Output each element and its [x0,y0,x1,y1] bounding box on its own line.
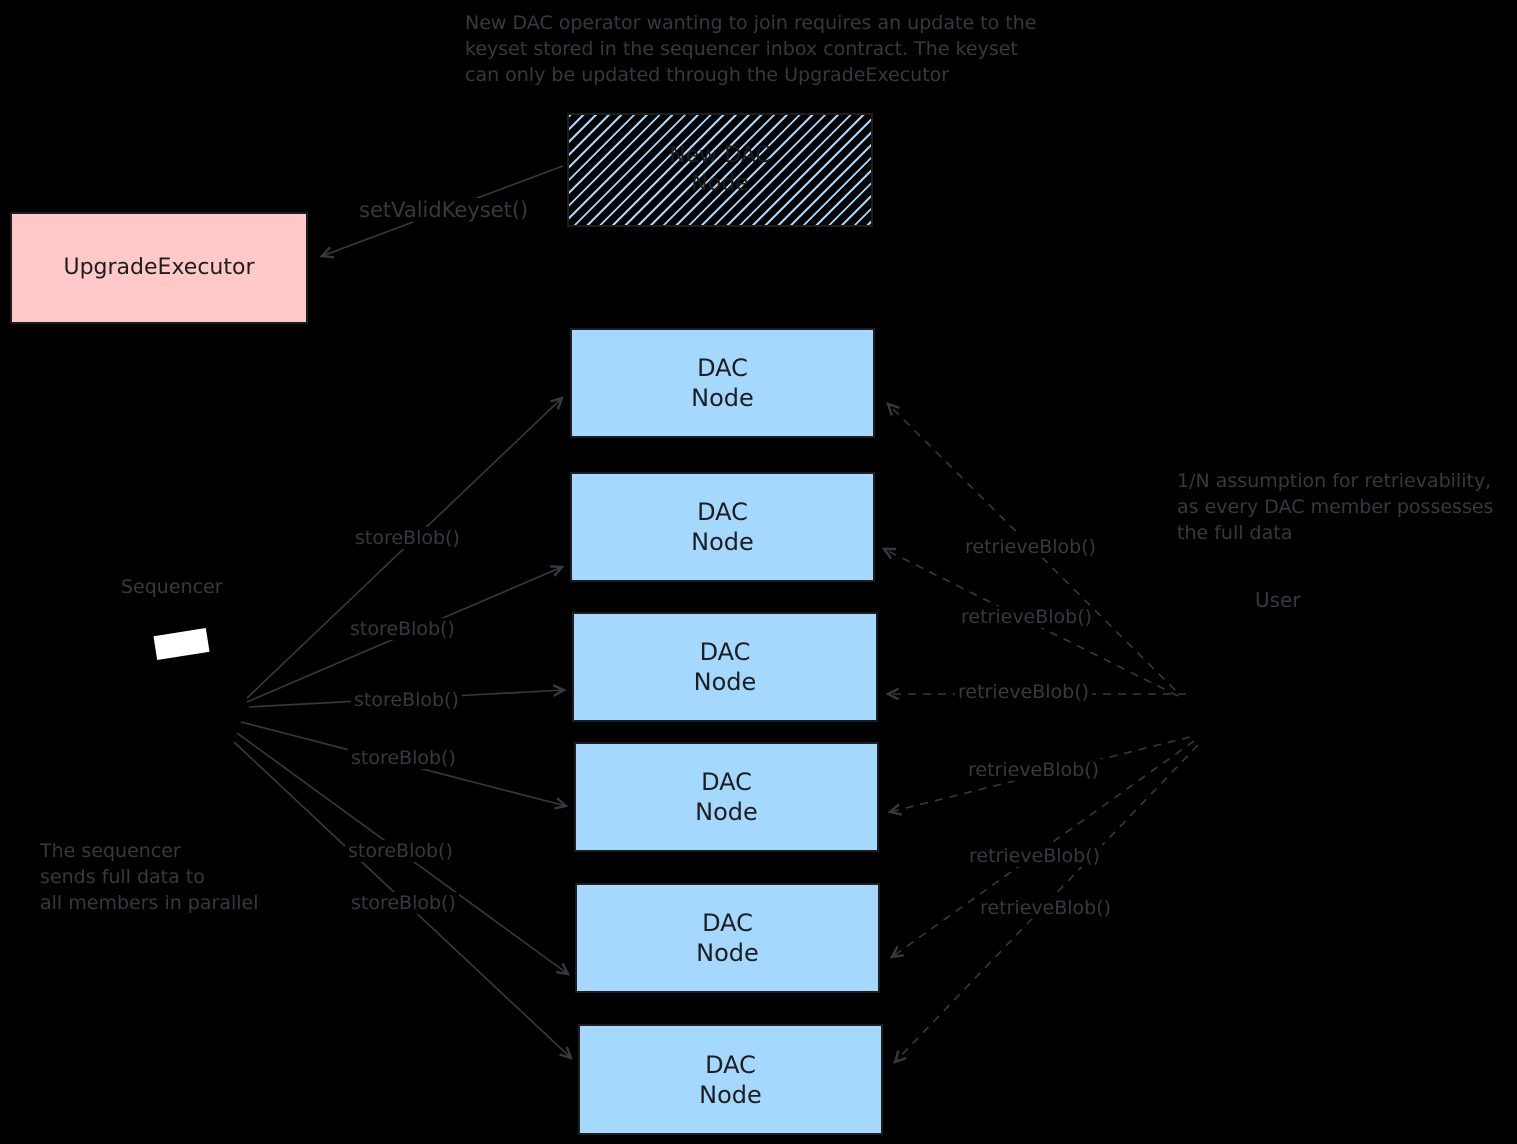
note-sequencer-parallel: The sequencer sends full data to all mem… [40,838,259,916]
upgrade-executor-label: UpgradeExecutor [63,255,255,280]
dac-node-label-line2: Node [695,798,758,826]
dac-node-box-1: DAC Node [570,328,875,438]
dac-node-label-line1: DAC [697,354,748,382]
dac-node-label-line1: DAC [699,638,751,666]
note-line: New DAC operator wanting to join require… [465,12,1037,34]
user-label: User [1252,588,1304,612]
new-dac-node-label-line2: Node [691,171,749,196]
note-line: The sequencer [40,840,181,862]
retrieve-blob-label-2: retrieveBlob() [958,606,1096,628]
dac-node-box-5: DAC Node [575,883,880,993]
retrieve-blob-arrow-2 [884,549,1179,697]
upgrade-executor-box: UpgradeExecutor [10,212,308,324]
note-line: all members in parallel [40,892,259,914]
dac-node-label-line2: Node [691,528,754,556]
dac-node-label-line2: Node [693,668,757,696]
note-line: keyset stored in the sequencer inbox con… [465,38,1018,60]
dac-node-label-line1: DAC [697,498,748,526]
note-line: sends full data to [40,866,205,888]
dac-node-box-6: DAC Node [578,1024,883,1135]
retrieve-blob-label-1: retrieveBlob() [962,536,1100,558]
note-line: the full data [1177,522,1293,544]
store-blob-label-6: storeBlob() [348,892,459,914]
dac-node-label-line1: DAC [701,768,752,796]
store-blob-label-4: storeBlob() [348,747,459,769]
new-dac-node-box: New DAC Node [567,113,873,227]
new-dac-node-label-line1: New DAC [669,143,771,168]
retrieve-blob-label-3: retrieveBlob() [955,681,1093,703]
dac-node-label-line2: Node [696,939,759,967]
dac-node-label-line2: Node [691,384,754,412]
store-blob-label-1: storeBlob() [352,527,463,549]
note-retrievability: 1/N assumption for retrievability, as ev… [1177,468,1493,546]
dac-node-label-line2: Node [699,1080,762,1109]
dac-node-label-line1: DAC [705,1050,756,1079]
sequencer-label: Sequencer [118,576,226,598]
dac-node-box-2: DAC Node [570,472,875,582]
note-line: 1/N assumption for retrievability, [1177,470,1492,492]
store-blob-label-2: storeBlob() [347,618,458,640]
retrieve-blob-arrow-6 [895,744,1199,1062]
set-valid-keyset-label: setValidKeyset() [356,198,532,222]
dac-node-label-line1: DAC [702,909,753,937]
note-keyset-update: New DAC operator wanting to join require… [465,10,1036,88]
store-blob-label-5: storeBlob() [345,840,456,862]
retrieve-blob-label-6: retrieveBlob() [977,897,1115,919]
note-line: can only be updated through the UpgradeE… [465,64,950,86]
note-line: as every DAC member possesses [1177,496,1494,518]
dac-node-box-3: DAC Node [572,612,878,722]
retrieve-blob-label-4: retrieveBlob() [965,759,1103,781]
store-blob-label-3: storeBlob() [351,689,462,711]
retrieve-blob-label-5: retrieveBlob() [966,845,1104,867]
dac-node-box-4: DAC Node [574,742,879,852]
